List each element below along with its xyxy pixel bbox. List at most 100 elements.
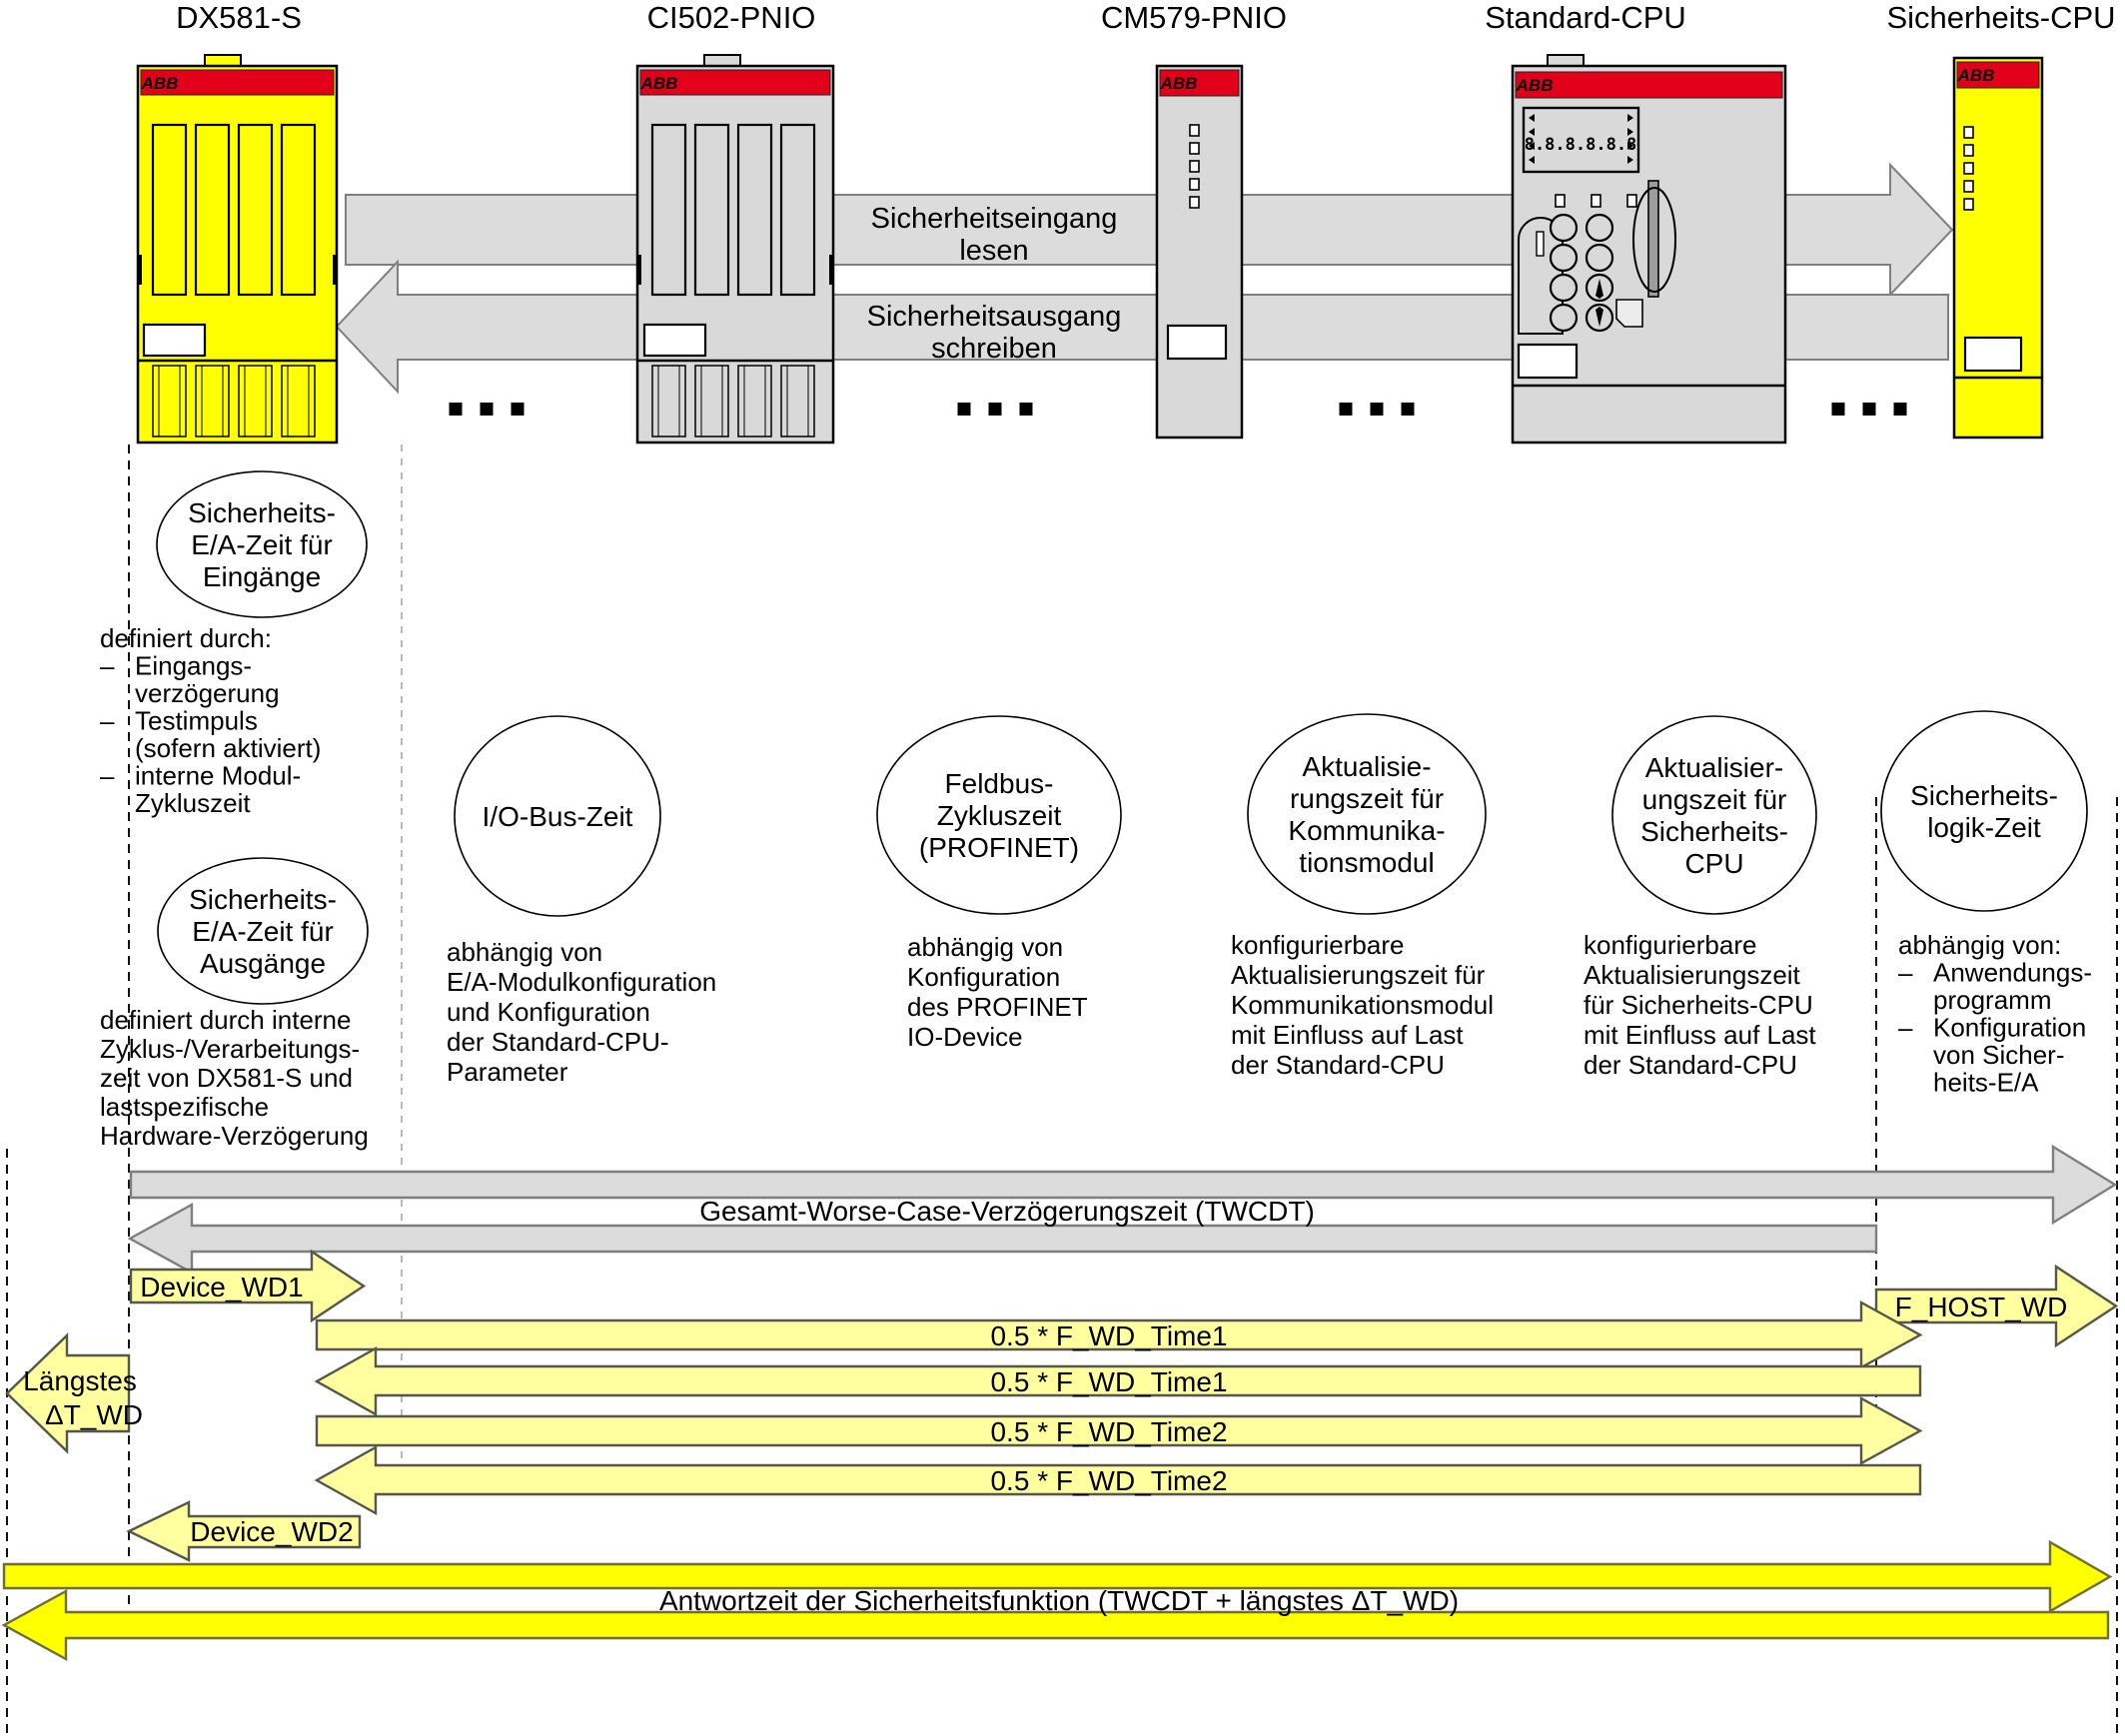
led-indicator (1555, 194, 1566, 208)
note-note-logik: abhängig von:–Anwendungs-programm–Konfig… (1898, 930, 2092, 1098)
keypad-button (1585, 213, 1614, 243)
bubble-feldbus-zykluszeit: Feldbus-Zykluszeit(PROFINET) (876, 715, 1122, 915)
bubble-text: Sicherheits- (189, 884, 337, 915)
bubble-text: (PROFINET) (919, 832, 1079, 863)
keypad-button (1549, 243, 1579, 273)
display-panel (1522, 106, 1640, 174)
terminal-slot-lower (694, 365, 729, 437)
timing-arrow-label: Device_WD1 (140, 1272, 303, 1302)
timing-arrow-f-wd-time1-a: 0.5 * F_WD_Time1 (315, 1300, 1923, 1370)
module-label-box (1963, 336, 2023, 373)
device-ci502-pnio: ABB (635, 54, 835, 444)
terminal-slot-lower (281, 365, 316, 437)
timing-arrow-device-wd2: Device_WD2 (126, 1500, 362, 1562)
ellipsis-dot (480, 403, 494, 416)
abb-red-band (1956, 61, 2040, 89)
side-notch (137, 255, 142, 285)
bullet-dash: – (1898, 958, 1913, 988)
timing-arrow-twcdt-back (127, 1202, 1878, 1276)
ellipsis-dot (1370, 403, 1384, 416)
bubble-sicherheitslogik-zeit: Sicherheits-logik-Zeit (1880, 710, 2088, 912)
timing-arrow-label: F_HOST_WD (1895, 1292, 2068, 1322)
note-text: konfigurierbare (1584, 930, 1756, 960)
antwortzeit-label: Antwortzeit der Sicherheitsfunktion (TWC… (659, 1585, 1459, 1616)
display-left-arrow-icon (1529, 128, 1535, 136)
bullet-dash: – (1898, 1013, 1913, 1043)
bubble-text: tionsmodul (1299, 847, 1434, 878)
timing-arrow-f-wd-time2-b: 0.5 * F_WD_Time2 (314, 1444, 1922, 1516)
note-text: zeit von DX581-S und (100, 1063, 353, 1093)
timing-arrow-shape-device-wd1 (129, 1249, 367, 1323)
bullet-dash: – (100, 651, 115, 681)
bubble-text: CPU (1684, 848, 1743, 879)
bubble-text: E/A-Zeit für (192, 916, 334, 947)
note-text: programm (1933, 985, 2051, 1015)
note-text: IO-Device (907, 1022, 1023, 1052)
ellipsis-dot (1862, 403, 1876, 416)
note-text: lastspezifische (100, 1092, 269, 1122)
device-title: Standard-CPU (1485, 0, 1686, 35)
side-notch (636, 255, 641, 285)
ellipsis-dot (1019, 403, 1033, 416)
note-text: konfigurierbare (1231, 930, 1404, 960)
note-text: der Standard-CPU (1584, 1050, 1797, 1080)
display-right-arrow-icon (1627, 142, 1633, 150)
bubble-ellipse (876, 715, 1122, 915)
keypad-button (1585, 243, 1614, 273)
led-indicator (1189, 160, 1200, 173)
bullet-dash: – (100, 761, 115, 791)
ellipsis-dot (449, 403, 463, 416)
abb-red-band (639, 69, 831, 96)
module-label-box (1166, 324, 1228, 361)
ellipsis-dot (1339, 403, 1353, 416)
dashed-lines-layer (6, 444, 2118, 1734)
module-label-box (142, 323, 207, 358)
display-right-arrow-icon (1627, 128, 1633, 136)
note-text: Konfiguration (907, 962, 1060, 992)
note-note-ausgaenge: definiert durch interneZyklus-/Verarbeit… (100, 1005, 369, 1151)
bubble-ellipse (157, 857, 369, 1005)
module-label-box (1517, 343, 1579, 380)
terminal-slot (151, 123, 188, 297)
note-text: für Sicherheits-CPU (1584, 990, 1813, 1020)
timing-arrow-shape-twcdt-back (127, 1202, 1878, 1276)
bubble-text: Feldbus- (945, 768, 1054, 799)
abb-logo: ABB (640, 74, 678, 93)
device-sicherheits-cpu: ABB (1952, 56, 2044, 439)
timing-arrow-shape-antwortzeit-back (1, 1588, 2110, 1662)
ellipsis-dot (1401, 403, 1415, 416)
note-text: Zykluszeit (135, 788, 251, 818)
memory-card (1647, 180, 1659, 298)
ellipsis-dot (1831, 403, 1845, 416)
abb-red-band (1159, 69, 1240, 97)
timing-arrow-device-wd1: Device_WD1 (129, 1249, 367, 1323)
timing-arrow-label: ΔT_WD (45, 1399, 143, 1430)
bubble-text: Aktualisie- (1302, 751, 1431, 782)
note-text: interne Modul- (135, 761, 301, 791)
note-text: definiert durch interne (100, 1005, 351, 1035)
timing-arrow-label: 0.5 * F_WD_Time1 (990, 1366, 1227, 1397)
ellipsis-dot (1893, 403, 1907, 416)
bubble-ellipse (1247, 713, 1487, 915)
ellipsis-layer (449, 403, 1907, 416)
bubble-aktualisierungszeit-kommunikationsmodul: Aktualisie-rungszeit fürKommunika-tionsm… (1247, 713, 1487, 915)
twcdt-label: Gesamt-Worse-Case-Verzögerungszeit (TWCD… (699, 1196, 1315, 1227)
ellipsis-dot (957, 403, 971, 416)
device-title: DX581-S (176, 0, 302, 35)
bubble-text: Zykluszeit (937, 800, 1062, 831)
timing-arrow-label: 0.5 * F_WD_Time2 (990, 1416, 1227, 1447)
terminal-slot (736, 123, 773, 297)
display-right-arrow-icon (1627, 114, 1633, 122)
timing-arrow-label: 0.5 * F_WD_Time2 (990, 1465, 1227, 1496)
display-right-arrow-icon (1627, 156, 1633, 164)
display-digits: 8.8.8.8.8.8 (1525, 135, 1637, 155)
bubble-text: Sicherheits- (1910, 780, 2058, 811)
bullet-dash: – (100, 706, 115, 736)
